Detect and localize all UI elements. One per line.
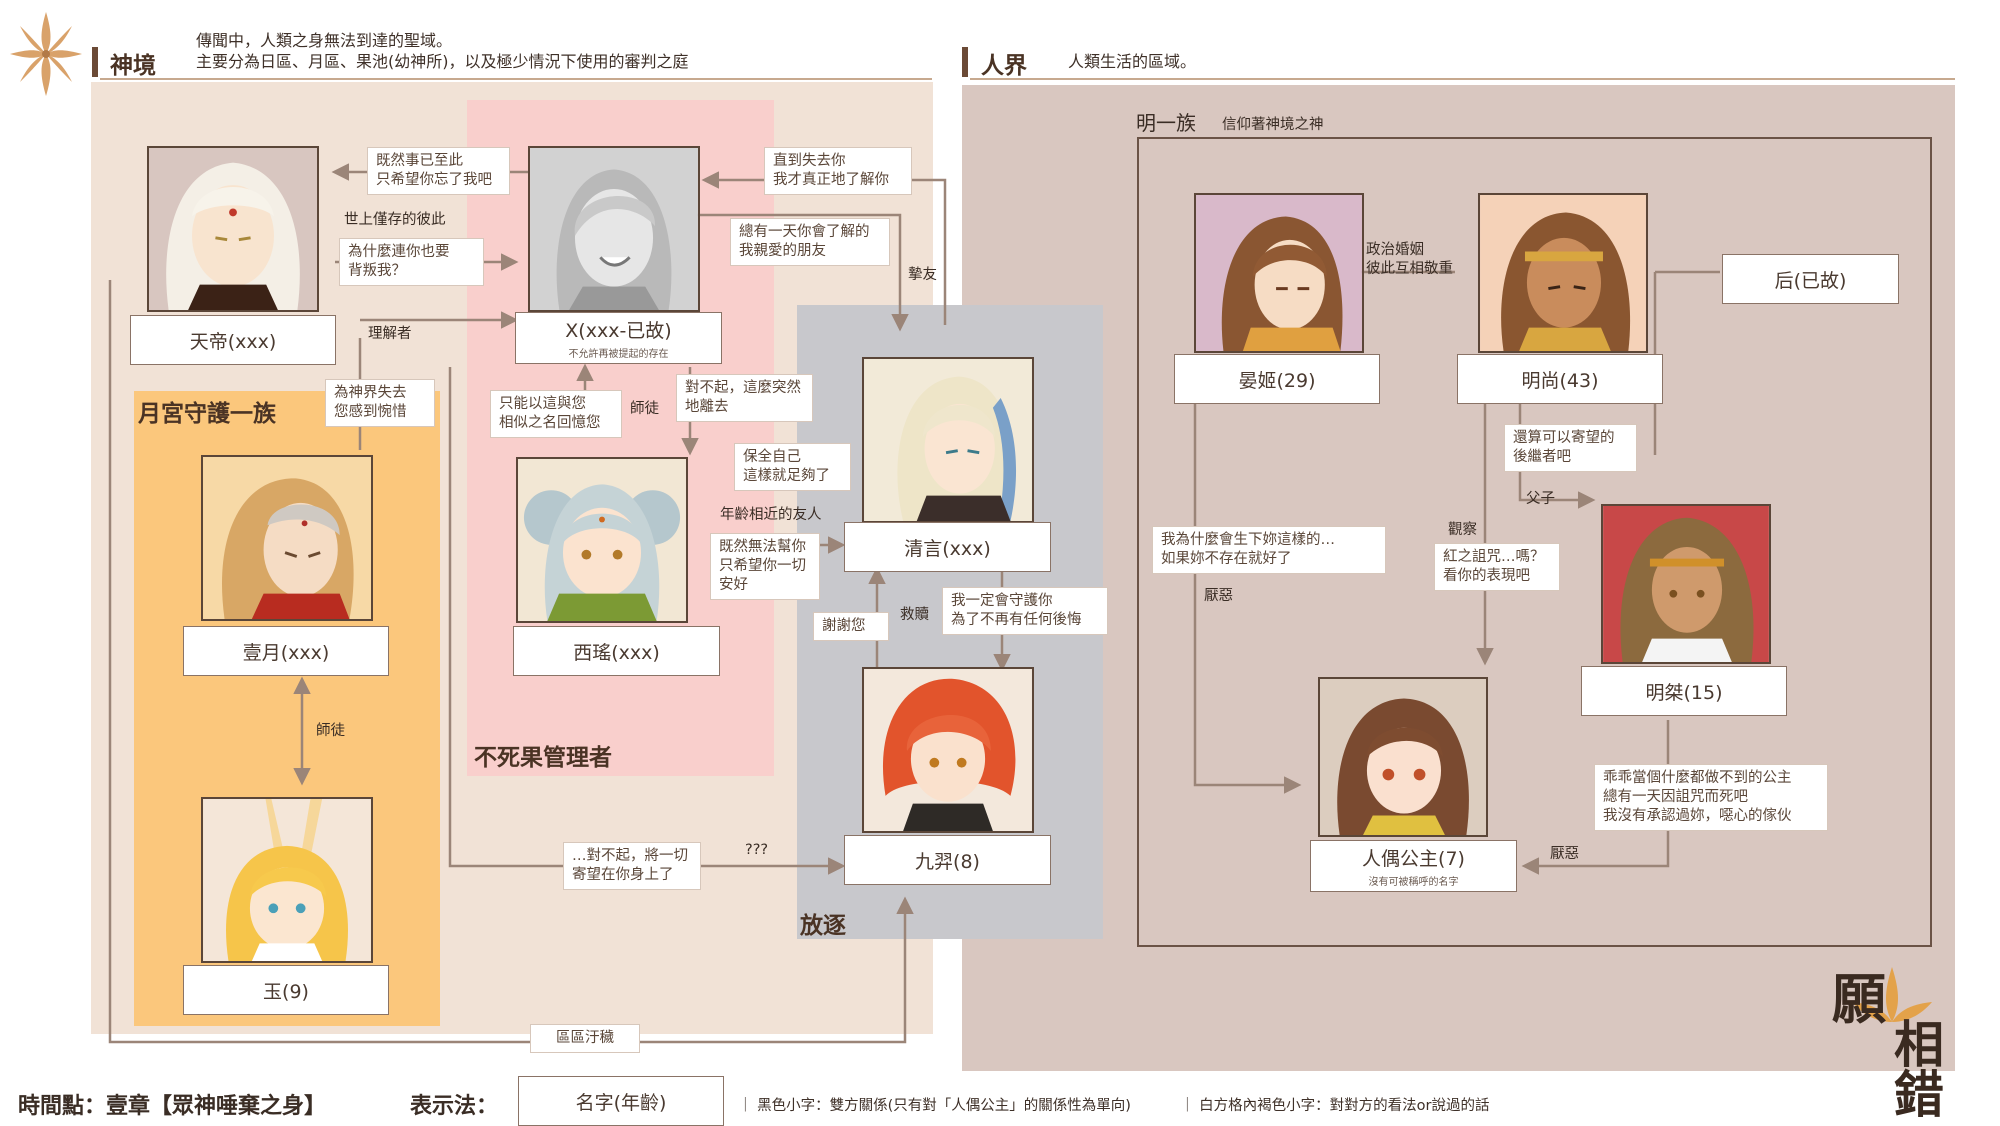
flower-emblem-icon: [10, 12, 82, 96]
quote-dear-friend: 總有一天你會了解的 我親愛的朋友: [730, 218, 890, 266]
human-realm-title: 人界: [981, 53, 1027, 79]
quote-why-betray: 為什麼連你也要 背叛我？: [339, 238, 484, 286]
ming-clan-title: 明一族: [1136, 111, 1196, 135]
logo-text-1: 願: [1832, 967, 1886, 1031]
x-portrait: [528, 146, 700, 312]
logo-leaf-icon: [1852, 967, 1932, 1022]
hou-name: 后(已故): [1722, 254, 1899, 304]
relation-father-son: 父子: [1526, 491, 1555, 507]
doll-princess-portrait: [1318, 677, 1488, 837]
jiuyi-name: 九羿(8): [844, 835, 1051, 885]
god-realm-title: 神境: [110, 53, 156, 79]
quote-filth: 區區汙穢: [530, 1024, 640, 1053]
quote-sorry-sudden: 對不起，這麼突然 地離去: [676, 374, 813, 422]
quote-will-protect: 我一定會守護你 為了不再有任何後悔: [942, 587, 1108, 635]
quote-useless-princess: 乖乖當個什麼都做不到的公主 總有一天因詛咒而死吧 我沒有承認過妳，噁心的傢伙: [1594, 764, 1828, 831]
quote-protect-self: 保全自己 這樣就足夠了: [734, 443, 851, 491]
ming-clan-zone: [1137, 137, 1932, 947]
relation-only-each-other: 世上僅存的彼此: [344, 212, 446, 228]
fruit-zone-label: 不死果管理者: [474, 745, 612, 771]
exile-zone-label: 放逐: [800, 913, 846, 939]
doll-princess-name: 人偶公主(7)沒有可被稱呼的名字: [1310, 840, 1517, 892]
god-realm-desc-2: 主要分為日區、月區、果池(幼神所)，以及極少情況下使用的審判之庭: [196, 52, 689, 71]
x-name: X(xxx-已故)不允許再被提起的存在: [515, 312, 722, 364]
mingshang-name: 明尚(43): [1457, 354, 1663, 404]
yu-name: 玉(9): [183, 965, 389, 1015]
quote-similar-name: 只能以這與您 相似之名回憶您: [490, 390, 622, 438]
relation-political-marriage: 政治婚姻 彼此互相敬重: [1366, 242, 1453, 277]
quote-successor: 還算可以寄望的 後繼者吧: [1504, 424, 1637, 472]
human-realm-bar: [962, 47, 968, 77]
quote-thank-you: 謝謝您: [813, 612, 889, 641]
relation-salvation: 救贖: [900, 607, 929, 623]
legend-note-relations: ｜ 黑色小字：雙方關係(只有對「人偶公主」的關係性為單向): [738, 1098, 1131, 1114]
mingjie-portrait: [1601, 504, 1771, 664]
qingyan-name: 清言(xxx): [844, 522, 1051, 572]
relation-observe: 觀察: [1448, 522, 1477, 538]
quote-why-born: 我為什麼會生下妳這樣的… 如果妳不存在就好了: [1152, 526, 1386, 574]
tiandi-portrait: [147, 146, 319, 312]
relation-mentor-x-xiyao: 師徒: [630, 401, 659, 417]
relation-hate-brother: 厭惡: [1550, 846, 1579, 862]
quote-tiandi-forget: 既然事已至此 只希望你忘了我吧: [367, 147, 510, 195]
qingyan-portrait: [862, 357, 1034, 523]
timepoint-label: 時間點：壹章【眾神唾棄之身】: [18, 1094, 327, 1119]
moon-zone-label: 月宮守護一族: [138, 401, 276, 427]
quote-cannot-help: 既然無法幫你 只希望你一切 安好: [710, 533, 820, 600]
legend-name-box: 名字(年齡): [518, 1076, 724, 1126]
yu-portrait: [201, 797, 373, 963]
god-realm-desc-1: 傳聞中，人類之身無法到達的聖域。: [196, 31, 453, 50]
yiyue-portrait: [201, 455, 373, 621]
jiuyi-portrait: [862, 667, 1034, 833]
god-realm-underline: [100, 78, 932, 80]
logo-text-2: 相錯: [1886, 1018, 1945, 1118]
relation-age-friends: 年齡相近的友人: [720, 507, 822, 523]
mingshang-portrait: [1478, 193, 1648, 353]
quote-red-curse: 紅之詛咒…嗎？ 看你的表現吧: [1434, 543, 1560, 591]
tiandi-name: 天帝(xxx): [130, 315, 336, 365]
yanji-name: 晏姬(29): [1174, 354, 1380, 404]
quote-sorry-hope: …對不起，將一切 寄望在你身上了: [563, 842, 701, 890]
quote-until-lost: 直到失去你 我才真正地了解你: [764, 147, 912, 195]
xiyao-portrait: [516, 457, 688, 623]
yiyue-name: 壹月(xxx): [183, 626, 389, 676]
legend-title: 表示法：: [410, 1094, 499, 1119]
xiyao-name: 西瑤(xxx): [513, 626, 720, 676]
yanji-portrait: [1194, 193, 1364, 353]
god-realm-bar: [92, 47, 98, 77]
relation-hate-mother: 厭惡: [1204, 588, 1233, 604]
relation-best-friend: 摯友: [908, 267, 937, 283]
legend-note-quotes: ｜ 白方格內褐色小字：對對方的看法or說過的話: [1180, 1098, 1490, 1114]
relation-understander: 理解者: [368, 326, 412, 342]
human-realm-underline: [970, 78, 1955, 80]
relation-mentor-yiyue-yu: 師徒: [316, 723, 345, 739]
relation-unknown: ???: [745, 842, 769, 858]
mingjie-name: 明桀(15): [1581, 666, 1787, 716]
quote-regret-loss: 為神界失去 您感到惋惜: [325, 379, 435, 427]
human-realm-desc: 人類生活的區域。: [1068, 52, 1197, 71]
ming-clan-desc: 信仰著神境之神: [1222, 117, 1324, 133]
